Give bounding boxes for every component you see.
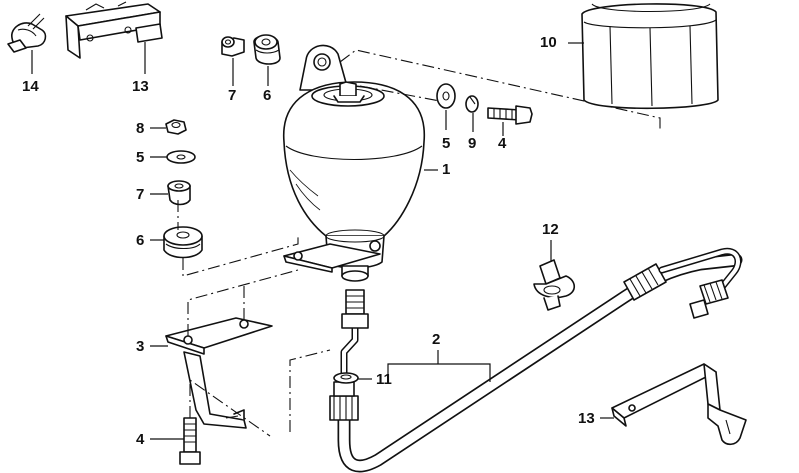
part-6-bush-top bbox=[253, 34, 281, 65]
callout-6-top: 6 bbox=[263, 87, 272, 104]
callout-11: 11 bbox=[376, 371, 392, 388]
part-8-nut bbox=[165, 119, 187, 135]
part-9-lock-washer bbox=[465, 95, 479, 113]
part-14-clip bbox=[7, 13, 47, 53]
callout-5-left: 5 bbox=[136, 149, 145, 166]
leader-2 bbox=[387, 350, 491, 382]
callout-6-left: 6 bbox=[136, 232, 145, 249]
part-7-sleeve-top bbox=[221, 36, 245, 57]
callout-7-top: 7 bbox=[228, 87, 237, 104]
part-12-clip bbox=[533, 259, 576, 311]
part-5-washer-right bbox=[436, 83, 456, 109]
callout-14: 14 bbox=[22, 78, 39, 95]
mount-line-bracket bbox=[187, 269, 299, 336]
mount-line-bolt bbox=[189, 349, 331, 437]
callout-5-right: 5 bbox=[442, 135, 451, 152]
callout-13-top: 13 bbox=[132, 78, 149, 95]
mount-line-right bbox=[359, 85, 446, 103]
part-13-top-bracket bbox=[65, 1, 163, 59]
callout-9: 9 bbox=[468, 135, 477, 152]
callout-2: 2 bbox=[432, 331, 441, 348]
part-13-bottom-bracket bbox=[611, 363, 747, 446]
part-2-hose bbox=[329, 247, 743, 473]
part-4-bolt-bracket bbox=[179, 417, 201, 465]
part-1-accumulator bbox=[283, 44, 425, 282]
mount-line-top bbox=[339, 49, 661, 130]
callout-12: 12 bbox=[542, 221, 559, 238]
callout-10: 10 bbox=[540, 34, 557, 51]
part-4-bolt-right bbox=[487, 105, 533, 125]
callout-8: 8 bbox=[136, 120, 145, 137]
part-3-bracket bbox=[165, 317, 273, 429]
part-10-cover bbox=[581, 3, 719, 110]
callout-4-bracket: 4 bbox=[136, 431, 145, 448]
callout-1: 1 bbox=[442, 161, 451, 178]
callout-13-bottom: 13 bbox=[578, 410, 595, 427]
callout-7-left: 7 bbox=[136, 186, 145, 203]
callout-3: 3 bbox=[136, 338, 145, 355]
part-6-bush-left bbox=[163, 226, 203, 259]
callout-4-right: 4 bbox=[498, 135, 507, 152]
mount-line-left bbox=[177, 200, 299, 277]
part-7-sleeve-left bbox=[167, 180, 191, 206]
part-11-grommet bbox=[333, 372, 359, 384]
part-5-washer-left bbox=[166, 150, 196, 164]
